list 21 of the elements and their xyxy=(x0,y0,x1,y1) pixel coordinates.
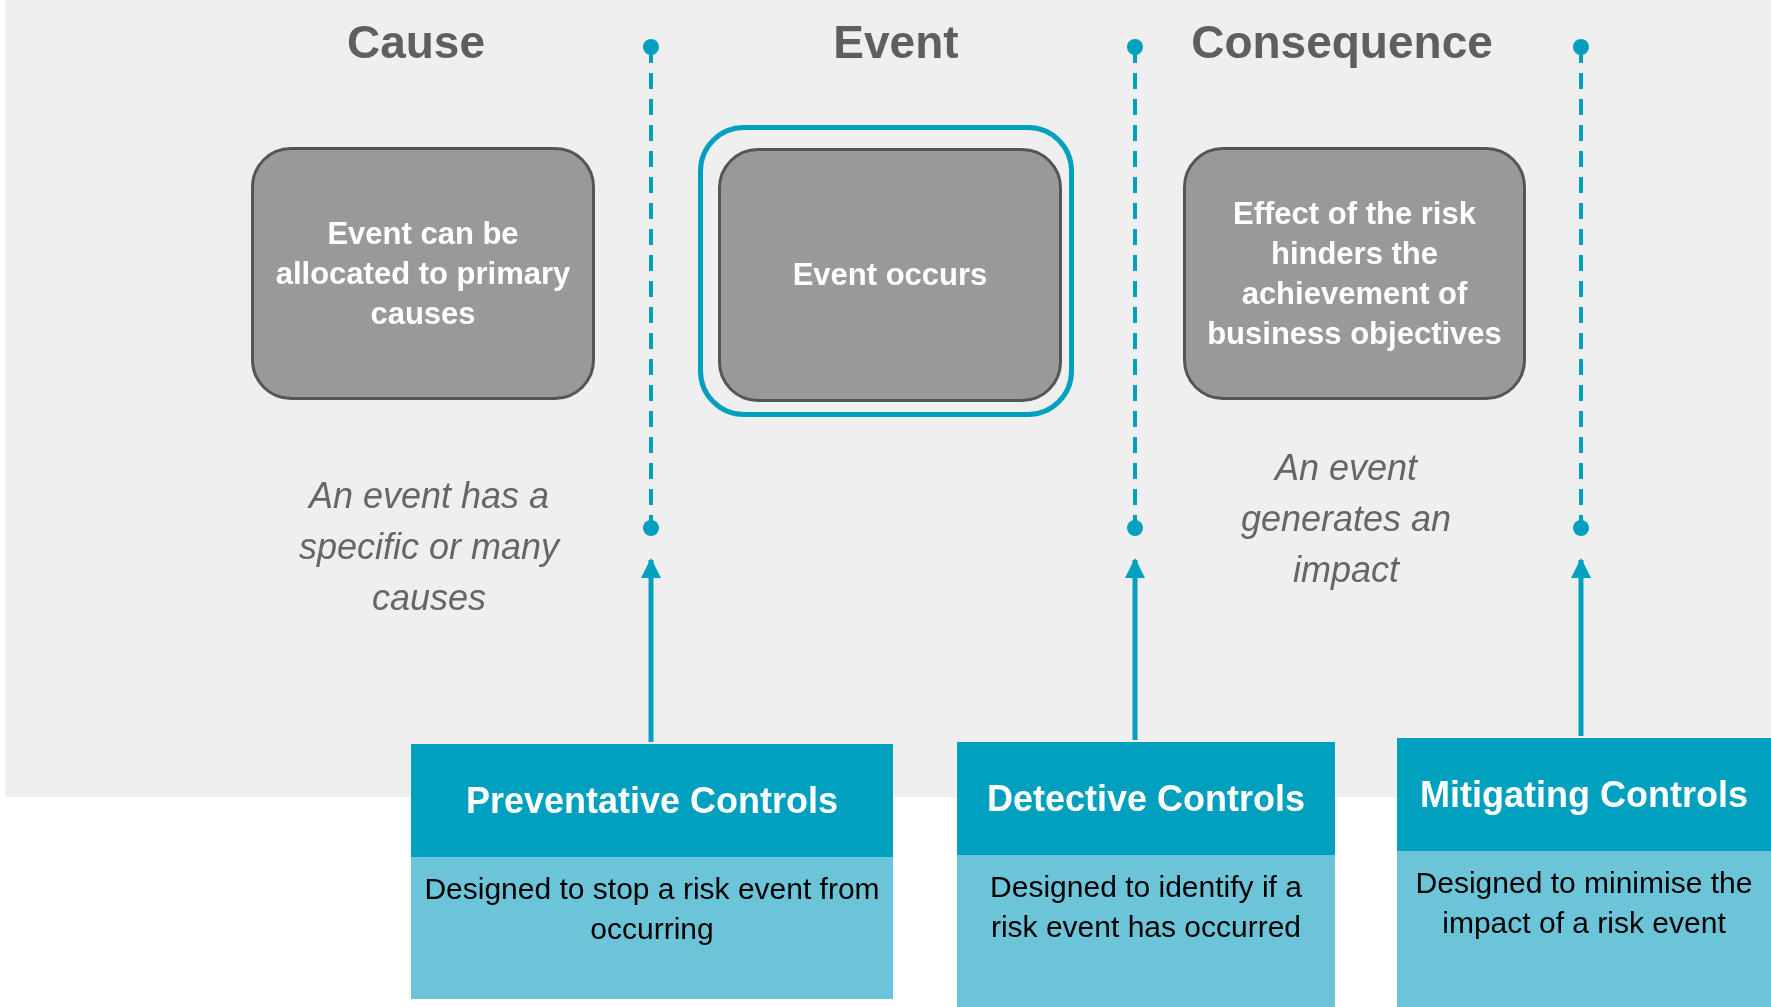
arrow xyxy=(1571,558,1591,736)
control-card xyxy=(1397,738,1771,1007)
column-heading: Event xyxy=(832,15,960,70)
description-text: An event generates an impact xyxy=(1239,446,1453,592)
arrow xyxy=(1125,558,1145,740)
stage-box: Effect of the risk hinders the achievement of business objectives xyxy=(1183,147,1526,400)
control-description: Designed to minimise the impact of a risk event xyxy=(1397,851,1771,1007)
arrow xyxy=(641,558,661,742)
control-description: Designed to stop a risk event from occurring xyxy=(411,857,893,999)
control-description: Designed to identify if a risk event has occurred xyxy=(957,855,1335,1007)
stage-box: Event can be allocated to primary causes xyxy=(251,147,595,400)
highlight-frame xyxy=(698,125,1074,417)
description-text: An event has a specific or many causes xyxy=(297,474,562,620)
control-card xyxy=(957,742,1335,1007)
column-heading: Consequence xyxy=(1190,15,1494,70)
stage-box: Event occurs xyxy=(718,148,1062,402)
control-card xyxy=(411,744,893,999)
control-heading: Detective Controls xyxy=(957,742,1335,855)
control-heading: Mitigating Controls xyxy=(1397,738,1771,851)
control-heading: Preventative Controls xyxy=(411,744,893,857)
column-heading: Cause xyxy=(345,15,487,70)
